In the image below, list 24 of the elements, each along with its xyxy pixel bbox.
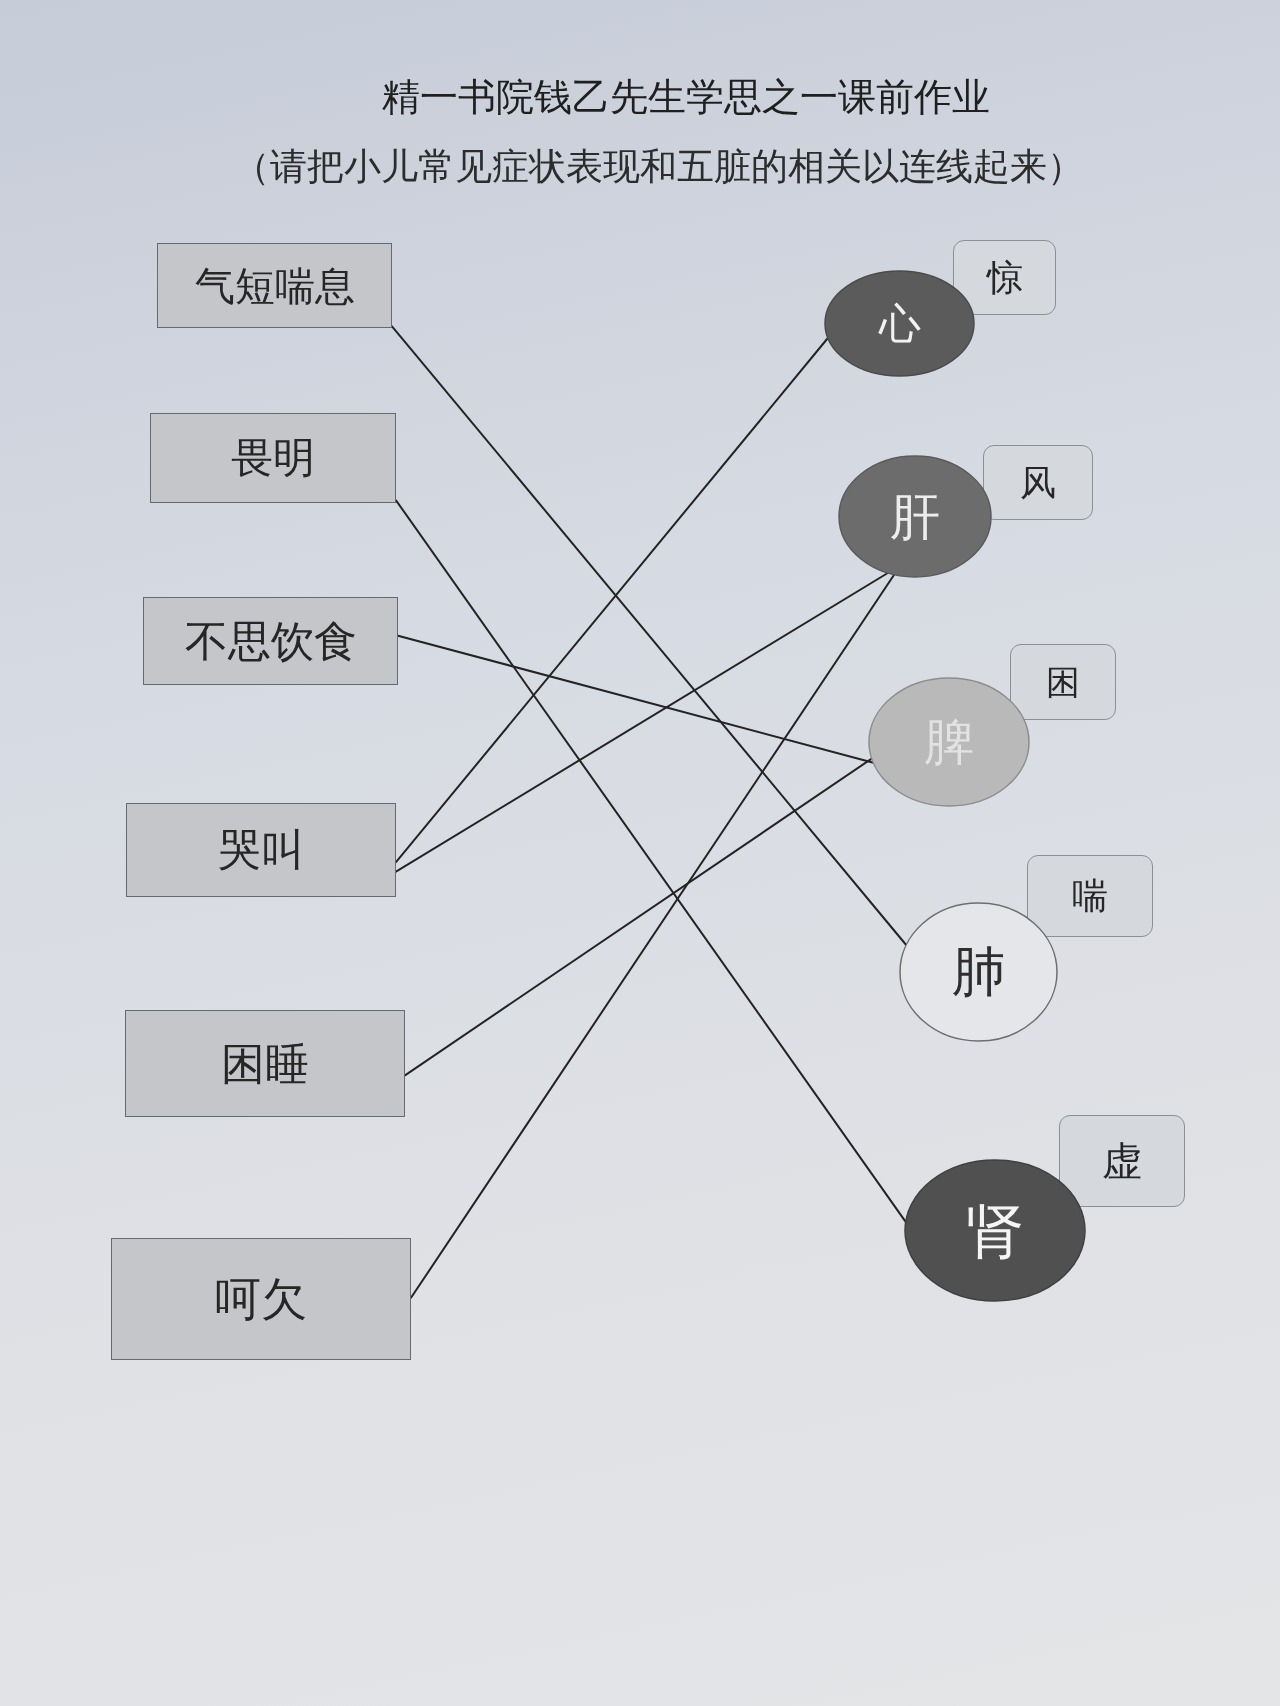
keyword-box: 惊 <box>953 240 1056 315</box>
connecting-line <box>391 325 908 946</box>
organ-circle: 肺 <box>899 902 1058 1042</box>
connecting-line <box>395 499 907 1223</box>
title: 精一书院钱乙先生学思之一课前作业 <box>382 76 990 120</box>
connecting-line <box>395 572 889 873</box>
connecting-line <box>397 634 875 764</box>
organ-circle: 肾 <box>904 1159 1086 1302</box>
symptom-box: 畏明 <box>150 413 396 503</box>
connecting-line <box>410 573 896 1299</box>
keyword-box: 困 <box>1010 644 1116 720</box>
keyword-box: 喘 <box>1027 855 1153 937</box>
symptom-box: 呵欠 <box>111 1238 411 1360</box>
symptom-box: 气短喘息 <box>157 243 392 328</box>
keyword-box: 风 <box>983 445 1093 520</box>
instruction-text: （请把小儿常见症状表现和五脏的相关以连线起来） <box>232 145 1084 189</box>
connecting-line <box>404 757 873 1077</box>
keyword-box: 虚 <box>1059 1115 1185 1207</box>
symptom-box: 哭叫 <box>126 803 396 897</box>
organ-circle: 肝 <box>838 455 992 578</box>
symptom-box: 困睡 <box>125 1010 405 1117</box>
symptom-box: 不思饮食 <box>143 597 398 685</box>
connecting-line <box>395 337 829 864</box>
organ-circle: 心 <box>824 270 975 377</box>
